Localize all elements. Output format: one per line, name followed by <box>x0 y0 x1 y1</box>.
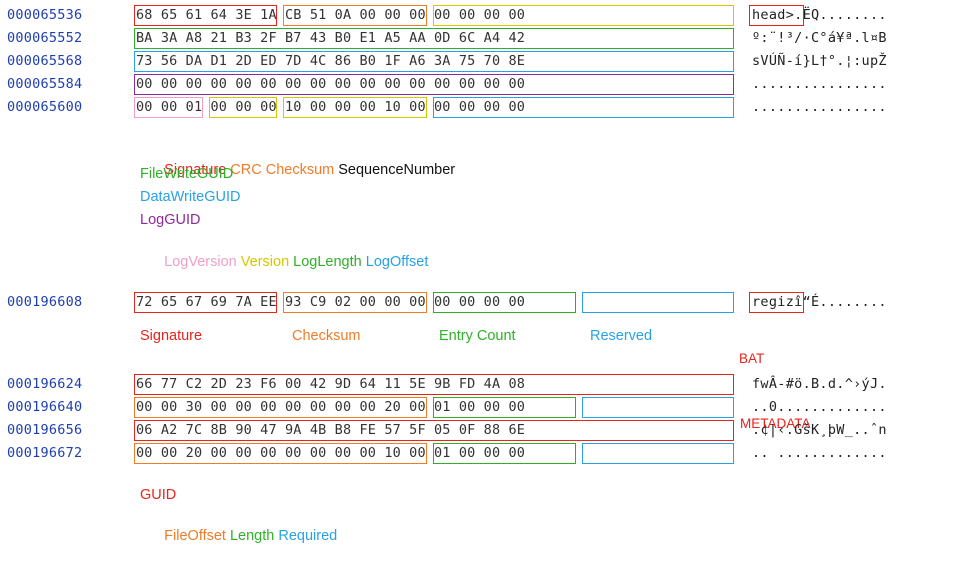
row-ascii: ................ <box>752 99 887 115</box>
row-offset: 000196624 <box>7 376 83 392</box>
legend-version: Version <box>240 254 290 270</box>
row-offset: 000065536 <box>7 7 83 23</box>
bat-required-box <box>582 397 734 418</box>
legend-log-version: LogVersion <box>164 254 237 270</box>
log-offset-box <box>432 97 734 118</box>
row-hex-bytes: 72 65 67 69 7A EE 93 C9 02 00 00 00 00 0… <box>136 294 526 310</box>
legend-region-signature: Signature <box>140 328 203 344</box>
row-ascii: .¢|‹.GšK¸þW_..ˆn <box>752 422 887 438</box>
version-box <box>208 97 278 118</box>
crc-checksum-box <box>283 5 427 26</box>
legend-guid: GUID <box>140 487 177 503</box>
row-hex-bytes: 68 65 61 64 3E 1A CB 51 0A 00 00 00 00 0… <box>136 7 526 23</box>
ascii-head-box <box>749 5 804 26</box>
row-offset: 000065552 <box>7 30 83 46</box>
reserved-box <box>582 292 734 313</box>
metadata-required-box <box>582 443 734 464</box>
legend-file-write-guid: FileWriteGUID <box>140 166 234 182</box>
legend-line-entry: FileOffset Length Required <box>140 509 337 563</box>
row-hex-bytes: 00 00 00 00 00 00 00 00 00 00 00 00 00 0… <box>136 76 526 92</box>
bat-file-offset-box <box>134 397 427 418</box>
legend-crc-checksum: CRC Checksum <box>230 162 335 178</box>
region-checksum-box <box>283 292 427 313</box>
metadata-length-box <box>432 443 577 464</box>
sequence-number-box <box>432 5 734 26</box>
row-offset: 000196608 <box>7 294 83 310</box>
row-offset: 000196672 <box>7 445 83 461</box>
row-hex-bytes: 00 00 20 00 00 00 00 00 00 00 10 00 01 0… <box>136 445 526 461</box>
legend-data-write-guid: DataWriteGUID <box>140 189 241 205</box>
row-hex-bytes: 00 00 30 00 00 00 00 00 00 00 20 00 01 0… <box>136 399 526 415</box>
metadata-label: METADATA <box>740 416 811 431</box>
legend-length: Length <box>229 528 275 544</box>
row-offset: 000065600 <box>7 99 83 115</box>
row-offset: 000065584 <box>7 76 83 92</box>
log-length-box <box>283 97 427 118</box>
legend-line-log: LogVersion Version LogLength LogOffset <box>140 235 428 289</box>
legend-sequence-number: SequenceNumber <box>338 162 456 178</box>
metadata-guid-box <box>134 420 734 441</box>
bat-length-box <box>432 397 577 418</box>
metadata-file-offset-box <box>134 443 427 464</box>
bat-guid-box <box>134 374 734 395</box>
legend-signature: Signature <box>164 162 227 178</box>
legend-entry-count: Entry Count <box>439 328 516 344</box>
data-write-guid-box <box>134 51 734 72</box>
legend-log-offset: LogOffset <box>365 254 429 270</box>
bat-label: BAT <box>739 351 765 366</box>
legend-reserved: Reserved <box>590 328 653 344</box>
ascii-regi-box <box>749 292 804 313</box>
signature-box <box>134 5 278 26</box>
legend-line-signature: Signature CRC Checksum SequenceNumber <box>140 143 455 197</box>
row-offset: 000196640 <box>7 399 83 415</box>
legend-required: Required <box>278 528 338 544</box>
row-ascii: .. ............. <box>752 445 887 461</box>
entry-count-box <box>432 292 577 313</box>
row-offset: 000065568 <box>7 53 83 69</box>
row-hex-bytes: 73 56 DA D1 2D ED 7D 4C 86 B0 1F A6 3A 7… <box>136 53 526 69</box>
file-write-guid-box <box>134 28 734 49</box>
row-ascii: regizî“É........ <box>752 294 887 310</box>
row-ascii: head>.ËQ........ <box>752 7 887 23</box>
log-version-box <box>134 97 203 118</box>
region-signature-box <box>134 292 278 313</box>
row-ascii: fwÂ-#ö.B.d.^›ýJ. <box>752 376 887 392</box>
row-ascii: sVÚÑ-í}L†°.¦:upŽ <box>752 53 887 69</box>
row-ascii: ..0............. <box>752 399 887 415</box>
row-ascii: º:¨!³/·C°á¥ª.l¤B <box>752 30 887 46</box>
legend-region-checksum: Checksum <box>292 328 361 344</box>
row-hex-bytes: BA 3A A8 21 B3 2F B7 43 B0 E1 A5 AA 0D 6… <box>136 30 526 46</box>
legend-log-length: LogLength <box>293 254 362 270</box>
row-offset: 000196656 <box>7 422 83 438</box>
row-hex-bytes: 66 77 C2 2D 23 F6 00 42 9D 64 11 5E 9B F… <box>136 376 526 392</box>
legend-log-guid: LogGUID <box>140 212 201 228</box>
row-hex-bytes: 06 A2 7C 8B 90 47 9A 4B B8 FE 57 5F 05 0… <box>136 422 526 438</box>
row-ascii: ................ <box>752 76 887 92</box>
log-guid-box <box>134 74 734 95</box>
row-hex-bytes: 00 00 01 00 00 00 10 00 00 00 10 00 00 0… <box>136 99 526 115</box>
legend-file-offset: FileOffset <box>164 528 226 544</box>
